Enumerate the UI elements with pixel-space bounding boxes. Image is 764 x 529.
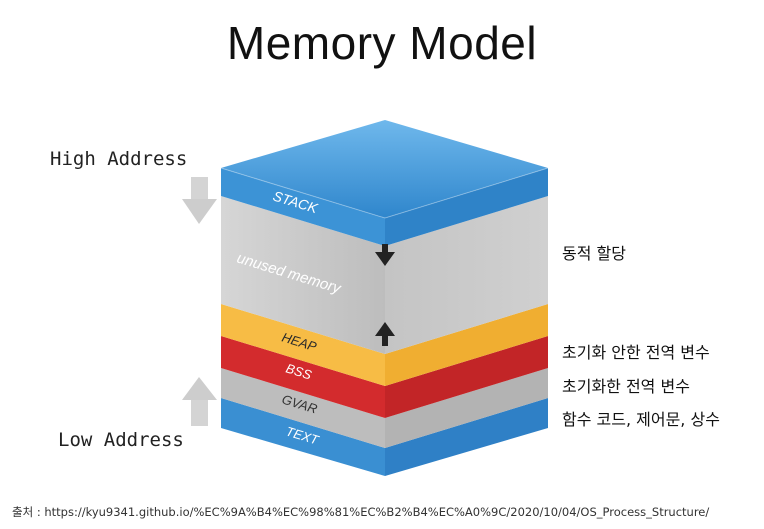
stack-segment-left <box>221 168 385 246</box>
low-address-label: Low Address <box>58 429 184 451</box>
bss-segment-left <box>221 336 385 418</box>
heap-segment-left <box>221 304 385 386</box>
cube-top-face <box>221 120 548 218</box>
arrow-down-icon <box>375 244 395 266</box>
unused-segment-left <box>221 196 385 354</box>
text-segment-right <box>385 398 548 476</box>
annotation-initialized-globals: 초기화한 전역 변수 <box>562 377 690 396</box>
annotation-uninitialized-globals: 초기화 안한 전역 변수 <box>562 343 710 362</box>
unused-segment-right <box>385 196 548 354</box>
stack-segment-right <box>385 168 548 246</box>
heap-segment-right <box>385 304 548 386</box>
arrow-up-icon <box>375 322 395 346</box>
gvar-segment-left <box>221 368 385 448</box>
gvar-segment-right <box>385 368 548 448</box>
page-title: Memory Model <box>226 17 538 69</box>
high-address-down-arrow-icon <box>182 177 217 224</box>
segment-label-bss: BSS <box>284 361 314 383</box>
text-segment-left <box>221 398 385 476</box>
annotation-dynamic-allocation: 동적 할당 <box>562 244 626 263</box>
bss-segment-right <box>385 336 548 418</box>
annotation-code-constants: 함수 코드, 제어문, 상수 <box>562 410 720 429</box>
low-address-up-arrow-icon <box>182 377 217 426</box>
high-address-label: High Address <box>50 148 188 170</box>
source-citation: 출처 : https://kyu9341.github.io/%EC%9A%B4… <box>12 505 710 519</box>
